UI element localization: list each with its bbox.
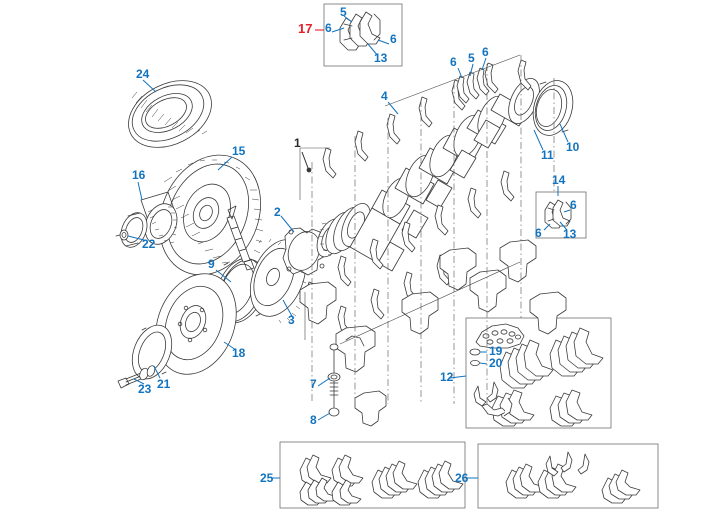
callout-2: 2 — [274, 205, 281, 219]
leader-lines — [127, 15, 571, 479]
callout-16: 16 — [132, 168, 146, 182]
callout-25: 25 — [260, 471, 274, 485]
callout-18: 18 — [232, 346, 246, 360]
inset-14-contents — [544, 199, 572, 229]
bracket-lines — [299, 54, 521, 345]
part-24-flywheel — [128, 80, 212, 148]
callout-4: 4 — [381, 89, 388, 103]
callout-7: 7 — [310, 377, 317, 391]
part-18-crankshaft-pulley — [155, 273, 237, 375]
inset-25-contents — [299, 454, 464, 506]
centerlines — [311, 55, 555, 404]
part-22-front-bolt — [115, 229, 129, 241]
inset-12-contents — [469, 323, 604, 427]
callout-22: 22 — [142, 237, 156, 251]
crankshaft-assembly — [316, 78, 540, 272]
callout-8: 8 — [310, 413, 317, 427]
callout-20: 20 — [489, 356, 503, 370]
part-15-ring-gear — [159, 154, 264, 276]
callout-6-inset-right: 6 — [390, 32, 397, 46]
callout-6-lower-left: 6 — [535, 226, 542, 240]
part-16-front-cover-set — [120, 191, 178, 248]
callout-6-left: 6 — [450, 55, 457, 69]
main-bearing-caps — [299, 239, 567, 427]
inset-26-contents — [505, 451, 641, 504]
callout-17-highlighted: 17 — [298, 21, 313, 36]
callout-13-upper: 13 — [374, 51, 388, 65]
drive-key-stack — [226, 205, 255, 271]
inset-17-contents — [339, 11, 381, 51]
callout-12: 12 — [440, 370, 454, 384]
callout-10: 10 — [566, 140, 580, 154]
part-23-pulley-bolt — [117, 365, 156, 389]
callout-15: 15 — [232, 144, 246, 158]
inset-boxes — [279, 3, 659, 509]
upper-bearing-shells — [322, 59, 532, 179]
callout-11: 11 — [541, 148, 554, 162]
callout-5-main: 5 — [468, 51, 475, 65]
callout-6-inset-left: 6 — [325, 21, 332, 35]
callout-6-right: 6 — [482, 45, 489, 59]
part-10-rear-oil-seal — [532, 80, 574, 136]
callout-19: 19 — [489, 344, 503, 358]
callout-6-lower-right: 6 — [570, 198, 577, 212]
callout-3: 3 — [288, 313, 295, 327]
part-7-8-cap-bolt — [327, 343, 341, 417]
callout-23: 23 — [138, 382, 152, 396]
callout-21: 21 — [157, 377, 171, 391]
callout-5-inset: 5 — [340, 5, 347, 19]
callout-24: 24 — [136, 67, 150, 81]
callout-14: 14 — [552, 173, 566, 187]
callout-26: 26 — [455, 471, 469, 485]
callout-9: 9 — [208, 257, 215, 271]
callout-13-lower: 13 — [563, 227, 577, 241]
callout-1: 1 — [294, 136, 301, 150]
